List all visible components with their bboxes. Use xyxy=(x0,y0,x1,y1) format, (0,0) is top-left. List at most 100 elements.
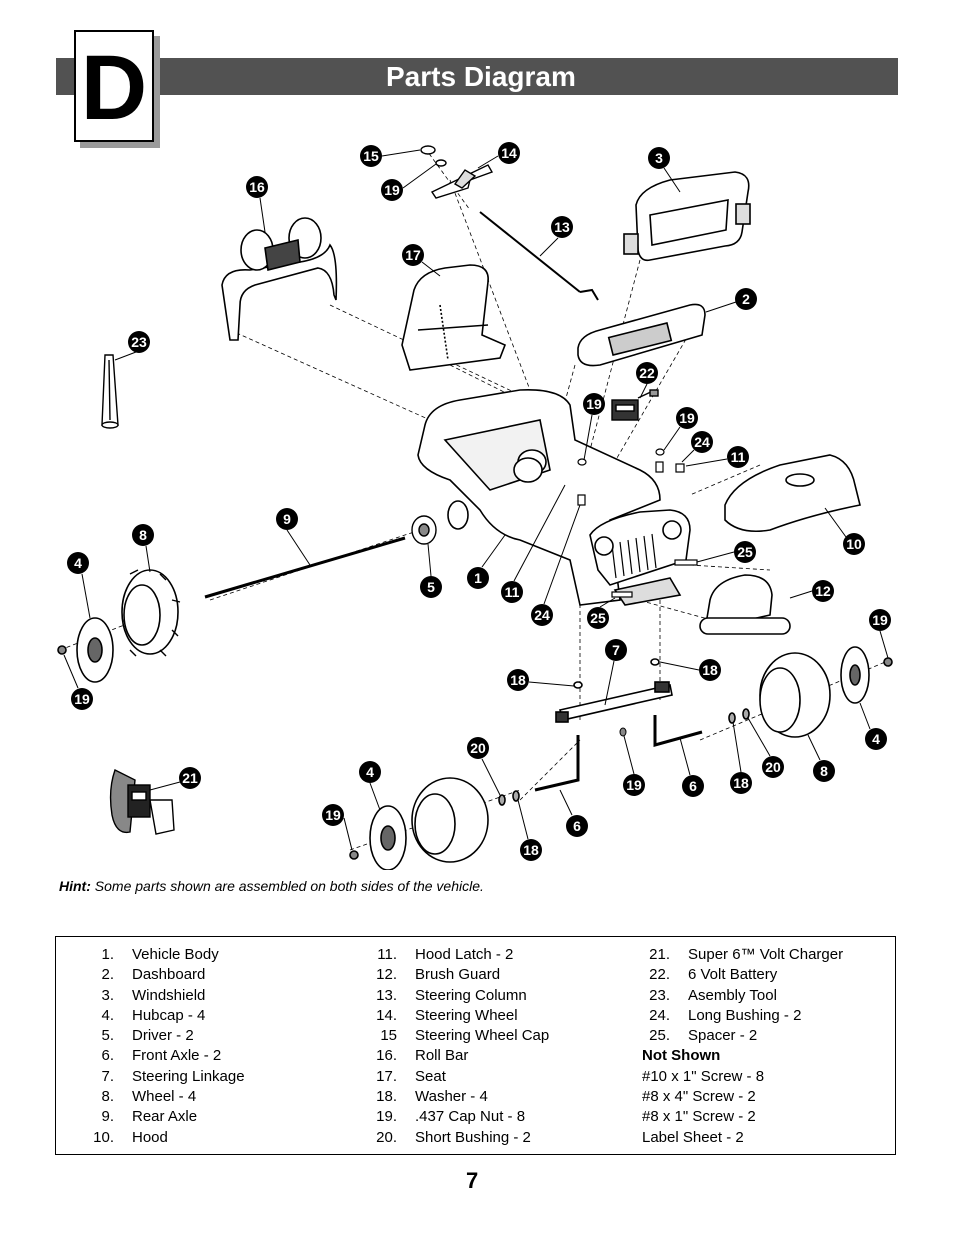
list-item: Label Sheet - 2 xyxy=(642,1128,744,1146)
svg-text:5: 5 xyxy=(427,579,435,595)
steering-column xyxy=(479,211,599,301)
svg-text:19: 19 xyxy=(74,691,90,707)
parts-list: 1.Vehicle Body 2.Dashboard 3.Windshield … xyxy=(55,936,896,1155)
list-item: 4.Hubcap - 4 xyxy=(101,1006,206,1024)
callout-16: 16 xyxy=(246,176,268,198)
svg-text:12: 12 xyxy=(815,583,831,599)
callout-4: 4 xyxy=(865,728,887,750)
callout-24: 24 xyxy=(691,431,713,453)
list-item: 2.Dashboard xyxy=(101,966,206,984)
parts-diagram: 15 14 19 3 16 13 17 2 23 22 19 19 24 11 … xyxy=(57,142,893,870)
svg-text:3: 3 xyxy=(655,150,663,166)
steering-linkage xyxy=(555,658,673,723)
section-letter: D xyxy=(80,37,148,139)
hood-latch xyxy=(577,448,685,506)
svg-text:4: 4 xyxy=(366,764,374,780)
callout-1: 1 xyxy=(467,567,489,589)
callout-4: 4 xyxy=(67,552,89,574)
callout-24: 24 xyxy=(531,604,553,626)
list-item: 5.Driver - 2 xyxy=(101,1027,194,1045)
steering-wheel xyxy=(420,145,494,199)
hood xyxy=(724,454,861,533)
svg-text:25: 25 xyxy=(590,610,606,626)
list-item: 23.Asembly Tool xyxy=(649,986,777,1004)
svg-text:20: 20 xyxy=(765,759,781,775)
svg-text:18: 18 xyxy=(702,662,718,678)
svg-text:23: 23 xyxy=(131,334,147,350)
callout-18: 18 xyxy=(520,839,542,861)
callout-7: 7 xyxy=(605,639,627,661)
list-item: 14.Steering Wheel xyxy=(376,1006,518,1024)
driver xyxy=(411,515,437,545)
svg-text:17: 17 xyxy=(405,247,421,263)
svg-text:4: 4 xyxy=(74,555,82,571)
dashboard xyxy=(577,303,706,367)
svg-text:19: 19 xyxy=(872,612,888,628)
svg-text:7: 7 xyxy=(612,642,620,658)
callout-18: 18 xyxy=(507,669,529,691)
svg-text:18: 18 xyxy=(510,672,526,688)
svg-text:19: 19 xyxy=(384,182,400,198)
svg-text:19: 19 xyxy=(626,777,642,793)
parts-column-1: 1.Vehicle Body 2.Dashboard 3.Windshield … xyxy=(76,945,244,1148)
list-item: 25.Spacer - 2 xyxy=(649,1027,758,1045)
hint-text: Some parts shown are assembled on both s… xyxy=(94,878,484,894)
callout-19: 19 xyxy=(623,774,645,796)
callout-19: 19 xyxy=(676,407,698,429)
title-bar: Parts Diagram xyxy=(56,58,898,95)
page-number: 7 xyxy=(466,1168,479,1193)
svg-text:8: 8 xyxy=(139,527,147,543)
parts-column-3: 21.Super 6™ Volt Charger 22.6 Volt Batte… xyxy=(642,945,843,1148)
svg-text:16: 16 xyxy=(249,179,265,195)
svg-text:14: 14 xyxy=(501,145,517,161)
spacer xyxy=(611,559,698,598)
svg-text:18: 18 xyxy=(523,842,539,858)
front-wheel-left xyxy=(349,777,520,870)
svg-text:9: 9 xyxy=(283,511,291,527)
callout-18: 18 xyxy=(699,659,721,681)
list-item: 6.Front Axle - 2 xyxy=(101,1047,222,1065)
list-item: 1.Vehicle Body xyxy=(101,946,219,963)
roll-bar xyxy=(221,217,338,341)
svg-text:19: 19 xyxy=(679,410,695,426)
charger xyxy=(109,769,175,835)
callout-15: 15 xyxy=(360,145,382,167)
list-item: 3.Windshield xyxy=(101,986,206,1004)
list-item: 20.Short Bushing - 2 xyxy=(376,1128,531,1146)
svg-text:18: 18 xyxy=(733,775,749,791)
callout-2: 2 xyxy=(735,288,757,310)
svg-text:4: 4 xyxy=(872,731,880,747)
svg-text:1: 1 xyxy=(474,570,482,586)
callout-22: 22 xyxy=(636,362,658,384)
callout-19: 19 xyxy=(322,804,344,826)
callout-11: 11 xyxy=(501,581,523,603)
callout-19: 19 xyxy=(869,609,891,631)
callout-19: 19 xyxy=(71,688,93,710)
svg-text:11: 11 xyxy=(505,584,520,600)
list-item: 22.6 Volt Battery xyxy=(649,966,778,984)
parts-column-2: 11.Hood Latch - 2 12.Brush Guard 13.Stee… xyxy=(359,945,549,1148)
list-item: 24.Long Bushing - 2 xyxy=(649,1006,802,1024)
callout-4: 4 xyxy=(359,761,381,783)
svg-text:24: 24 xyxy=(534,607,550,623)
assembly-tool xyxy=(101,354,119,429)
svg-text:8: 8 xyxy=(820,763,828,779)
svg-text:13: 13 xyxy=(554,219,570,235)
callout-8: 8 xyxy=(813,760,835,782)
list-item: 12.Brush Guard xyxy=(376,966,501,984)
svg-text:19: 19 xyxy=(325,807,341,823)
rear-axle xyxy=(204,536,406,599)
svg-text:25: 25 xyxy=(737,544,753,560)
list-item: 10.Hood xyxy=(93,1128,168,1146)
front-wheel-right xyxy=(728,646,893,738)
svg-text:6: 6 xyxy=(689,778,697,794)
svg-text:21: 21 xyxy=(182,770,198,786)
callout-8: 8 xyxy=(132,524,154,546)
callout-20: 20 xyxy=(762,756,784,778)
callout-25: 25 xyxy=(587,607,609,629)
list-item: #10 x 1" Screw - 8 xyxy=(642,1067,765,1085)
leader-lines xyxy=(63,149,889,851)
list-item: 9.Rear Axle xyxy=(101,1108,198,1126)
svg-text:24: 24 xyxy=(694,434,710,450)
